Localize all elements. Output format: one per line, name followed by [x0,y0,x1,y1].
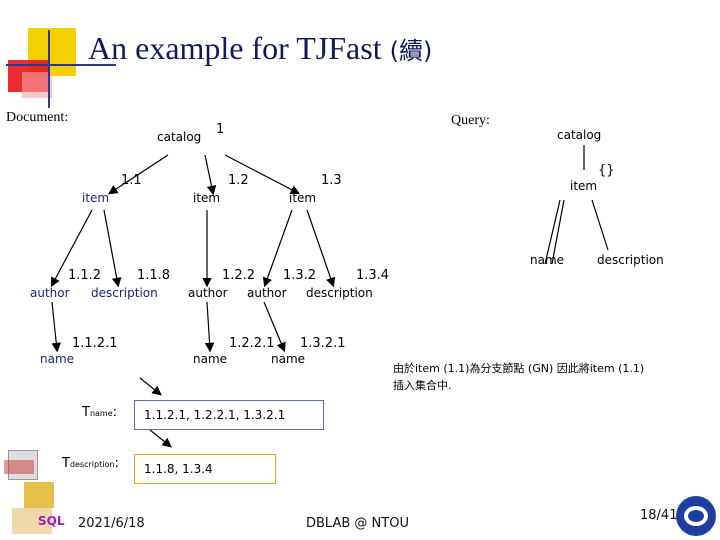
query-node-description: description [597,253,664,267]
node-1.1.2.1-id: 1.1.2.1 [72,336,118,351]
node-1.3-id: 1.3 [321,173,342,188]
node-1.3.2.1-label: name [271,352,306,366]
slide-title-text: An example for TJFast [88,30,382,66]
node-1.1.8-label: description [91,286,158,300]
edge-item13-description [306,209,336,288]
query-node-name: name [530,253,565,267]
node-1.2-label: item [193,191,221,205]
decor-horizontal-bar [6,64,116,66]
node-1.3.4-id: 1.3.4 [356,268,390,283]
decor-red-square-light [22,72,52,98]
node-catalog: catalog [157,130,202,144]
q-edge-item-name-a [544,199,561,265]
node-1.3.2-label: author [247,286,287,300]
edge-catalog-item11 [107,154,169,195]
node-1.2.2-id: 1.2.2 [222,268,256,283]
slide-title: An example for TJFast (續) [88,30,432,67]
node-1.2-id: 1.2 [228,173,249,188]
edge-author-name-122 [204,301,215,353]
node-1.2.2.1-id: 1.2.2.1 [229,336,275,351]
tdescription-label: Tdescription: [62,456,119,471]
note-line-1: 由於item (1.1)為分支節點 (GN) 因此將item (1.1) [393,362,645,375]
node-1.1-label: item [82,191,110,205]
decor-vertical-bar [48,30,50,108]
q-edge-item-description [591,199,609,251]
node-1.1.2-label: author [30,286,70,300]
node-1.1.8-id: 1.1.8 [137,268,171,283]
note-line-2: 插入集合中. [393,379,452,392]
edge-catalog-item12 [204,154,217,196]
node-1.1-id: 1.1 [121,173,142,188]
footer-center: DBLAB @ NTOU [306,516,409,531]
edge-catalog-item13 [224,154,301,195]
query-label: Query: [451,113,490,128]
edge-author-name-132 [263,301,286,353]
tdescription-label-t: T [62,456,70,471]
node-1.2.2.1-label: name [193,352,228,366]
slide-title-suffix: (續) [389,37,433,65]
tname-box: 1.1.2.1, 1.2.2.1, 1.3.2.1 [134,400,324,430]
node-catalog-id: 1 [216,122,225,137]
footer-page-number: 18/41 [640,508,678,523]
document-label: Document: [6,110,69,125]
edge-item13-author [262,209,293,288]
university-logo [676,496,716,536]
arrow-to-tname [139,377,162,396]
edge-item11-author [50,209,93,288]
footer-date: 2021/6/18 [78,516,145,531]
node-1.3.2.1-id: 1.3.2.1 [300,336,346,351]
node-1.1.2-id: 1.1.2 [68,268,102,283]
node-1.3-label: item [289,191,317,205]
edge-author-name-111 [51,301,62,353]
explanation-note: 由於item (1.1)為分支節點 (GN) 因此將item (1.1) 插入集… [393,360,644,394]
tname-label-sub: name [89,409,113,418]
tdescription-label-sub: description [69,460,115,469]
q-edge-item-name-b [551,199,565,265]
node-1.3.4-label: description [306,286,373,300]
query-node-catalog: catalog [557,128,602,142]
query-node-item: item [570,179,598,193]
arrow-to-tdescription [149,429,172,448]
tdescription-box: 1.1.8, 1.3.4 [134,454,276,484]
query-braces: {} [598,163,615,178]
node-1.1.2.1-label: name [40,352,75,366]
tname-label: Tname: [82,405,118,420]
node-1.2.2-label: author [188,286,228,300]
tname-label-t: T [82,405,90,420]
node-1.3.2-id: 1.3.2 [283,268,317,283]
edge-item11-description [103,209,122,288]
dblab-logo: SQL [4,442,70,538]
